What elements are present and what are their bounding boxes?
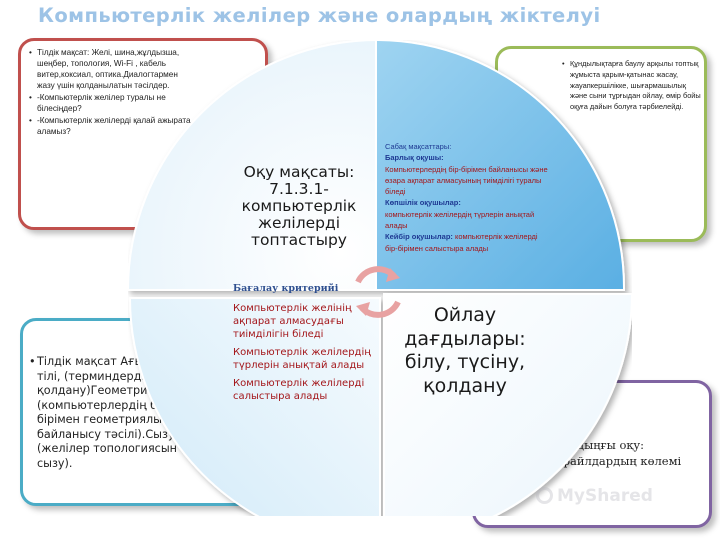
list-item: -Компьютерлік желілерді қалай ажырата ал… — [29, 115, 197, 137]
list-item: Тілдік мақсат: Желі, шина,жұлдызша, шеңб… — [29, 47, 197, 91]
center-circle-diagram — [128, 40, 632, 516]
some-students-label: Кейбір оқушылар: — [385, 232, 453, 242]
language-objective-list: Тілдік мақсат: Желі, шина,жұлдызша, шеңб… — [29, 47, 197, 138]
some-students-text: компьютерлік желілерді бір-бірімен салыс… — [385, 232, 538, 253]
assessment-criteria-list: Компьютерлік желінің ақпарат алмасудағы … — [233, 302, 373, 408]
all-students-text: Компьютерлердің бір-бірімен байланысы жә… — [385, 164, 548, 197]
cycle-arrows-icon — [355, 266, 401, 318]
list-item: Тілдік мақсат Ағылшын тілі, (терминдерді… — [29, 355, 189, 471]
all-students-label: Барлық оқушы: — [385, 153, 444, 163]
list-item: Компьютерлік желінің ақпарат алмасудағы … — [233, 303, 352, 340]
most-students-text: компьютерлік желілердің түрлерін анықтай… — [385, 209, 535, 231]
thinking-skills-text: Ойлау дағдылары: білу, түсіну, қолдану — [404, 304, 526, 397]
lesson-objectives-heading: Сабақ мақсаттары: — [385, 142, 452, 151]
lesson-objectives: Сабақ мақсаттары: Барлық оқушы: Компьюте… — [385, 141, 550, 254]
list-item: Компьютерлік желілерді салыстыра алады — [233, 378, 365, 402]
values-list: Құндылықтарға баулу арқылы топтық жұмыст… — [562, 59, 702, 113]
quadrant-learning-objective — [128, 40, 379, 291]
quadrant-lesson-objectives — [375, 40, 626, 291]
watermark: MyShared — [557, 486, 653, 506]
learning-objective-text: Оқу мақсаты: 7.1.3.1- компьютерлік желіл… — [241, 163, 357, 249]
page-title: Компьютерлік желілер және олардың жіктел… — [38, 4, 601, 27]
list-item: Компьютерлік желілердің түрлерін анықтай… — [233, 347, 371, 371]
assessment-criteria-title: Бағалау критерийі — [233, 283, 339, 294]
list-item: Құндылықтарға баулу арқылы топтық жұмыст… — [562, 59, 702, 113]
quadrant-assessment-criteria — [128, 297, 381, 516]
quadrant-thinking-skills — [383, 293, 632, 516]
most-students-label: Көпшілік оқушылар: — [385, 198, 461, 208]
cross-curricular-list: Тілдік мақсат Ағылшын тілі, (терминдерді… — [29, 355, 189, 471]
watermark-icon — [536, 487, 553, 504]
list-item: -Компьютерлік желілер туралы не білесіңд… — [29, 92, 197, 114]
